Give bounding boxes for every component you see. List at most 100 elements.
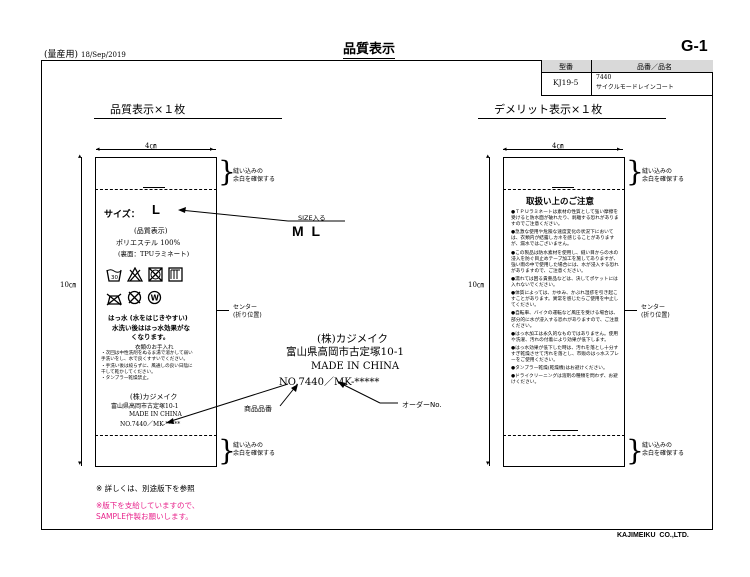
footer-company: KAJIMEIKU CO.,LTD. <box>617 532 689 539</box>
handling-list: ・次回は中性洗剤をぬるま湯で溶かして弱い 手洗いをし、水で良くすすいでください。… <box>101 351 216 382</box>
demerit-paragraph: ●ＴＰＵラミネートは素材の性質として強い摩擦を受けると防水面が破れたり、剥離する… <box>511 210 619 228</box>
no-bleach-icon <box>126 266 144 282</box>
sewing-margin-bottom-line <box>503 435 625 436</box>
right-center-note: センター(折り位置) <box>641 304 670 319</box>
line-dry-icon <box>168 267 183 282</box>
size-callout-label: SIZE入る <box>298 214 326 222</box>
arrow-down-icon: ▾ <box>78 459 82 467</box>
left-width-dim: 4㎝ <box>145 142 157 150</box>
footnote: ※ 詳しくは、別途版下を参照 <box>96 484 195 493</box>
svg-text:W: W <box>151 294 160 303</box>
arrow-left-icon: ◂ <box>503 145 507 153</box>
size-callout-value: M L <box>292 223 320 239</box>
water-note-1: はっ水 (水をはじきやすい) <box>108 314 188 322</box>
demerit-paragraph: ●タンブラー乾燥(乾燥機)はお避けください。 <box>511 366 608 372</box>
demerit-paragraph: ●この製品は防水素材を使用し、縫い目からの水の浸入を防ぐ目止めテープ加工を施して… <box>511 250 619 274</box>
right-center-line <box>625 310 637 311</box>
label-top-mark <box>143 187 165 188</box>
size-callout-arrow <box>178 207 345 222</box>
big-company: (株)カジメイク <box>317 333 388 345</box>
brace-bottom-left: } <box>218 434 236 467</box>
demerit-paragraph: ●急激な使用や危険な速度変化の状況下においては、衣類内が結露しカネを感じることが… <box>511 230 615 248</box>
document-frame <box>41 60 713 530</box>
arrow-right-icon: ▸ <box>617 145 621 153</box>
label-address: 富山県高岡市古定塚10-1 <box>111 403 179 410</box>
size-value: L <box>152 202 160 217</box>
demerit-paragraph: ●はっ水効果が低下した時は、汚れを落とし十分すすぎ乾燥させて汚れを落とし、市販の… <box>511 345 619 364</box>
arrow-left-icon: ◂ <box>96 145 100 153</box>
warning-line-2: SAMPLE作製お願いします。 <box>96 512 193 521</box>
brace-top-left: } <box>218 155 236 188</box>
sewing-margin-bottom-line <box>95 435 217 436</box>
page-code: G-1 <box>681 38 708 55</box>
arrow-up-icon: ▴ <box>486 152 490 160</box>
spec-col-model-header: 型番 <box>559 63 573 71</box>
sewing-margin-top-line <box>95 189 217 190</box>
svg-text:30: 30 <box>111 275 118 281</box>
handling-line: ・次回は中性洗剤をぬるま湯で溶かして弱い <box>101 351 193 356</box>
left-center-note: センター(折り位置) <box>233 304 262 319</box>
label-product-code: NO.7440／MK-***** <box>120 421 181 428</box>
brace-bottom-right: } <box>626 434 644 467</box>
right-heading-underline <box>478 118 666 119</box>
product-no-caption: 商品品番 <box>244 405 272 413</box>
spec-col-product-header: 品番／品名 <box>637 63 672 71</box>
page-title: 品質表示 <box>343 38 396 59</box>
demerit-paragraph: ●ドライクリーニングは溶剤の種類を問わず、お避けください。 <box>511 374 618 386</box>
right-heading: デメリット表示×１枚 <box>494 103 603 116</box>
left-height-dim: 10㎝ <box>60 280 76 290</box>
handling-line: ・手洗い後は絞らずに、風通しの良い日陰に <box>101 363 193 369</box>
spec-model: KJ19-5 <box>553 78 579 87</box>
label-top-mark <box>552 187 574 188</box>
right-top-note: 縫い込みの余白を確保する <box>642 168 685 183</box>
material: ポリエステル 100% <box>116 239 181 247</box>
demerit-paragraph: ●自転車、バイクの運転など風圧を受ける場合は、部分的に水が浸入する恐れがあります… <box>511 311 619 329</box>
left-center-line <box>217 310 229 311</box>
demerit-label <box>503 157 625 467</box>
handling-line: ・タンブラー乾燥禁止。 <box>101 376 152 382</box>
label-made-in: MADE IN CHINA <box>129 411 182 418</box>
spec-table: 型番 品番／品名 KJ19-5 7440 サイクルモードレインコート <box>541 60 713 96</box>
no-dryclean-icon <box>127 290 142 305</box>
left-heading: 品質表示×１枚 <box>110 103 186 116</box>
quality-title: (品質表示) <box>134 227 168 235</box>
demerit-title: 取扱い上のご注意 <box>526 197 595 207</box>
arrow-down-icon: ▾ <box>486 459 490 467</box>
demerit-paragraph: ●体質によっては、かゆみ、かぶれ湿疹を引き起こすことがあります。異常を感じたらご… <box>511 291 619 309</box>
demerit-paragraphs: ●ＴＰＵラミネートは素材の性質として強い摩擦を受けると防水面が破れたり、剥離する… <box>511 210 621 386</box>
label-bottom-mark <box>550 430 578 431</box>
big-address: 富山県高岡市古定塚10-1 <box>286 346 405 358</box>
handling-line: 手洗いをし、水で良くすすいでください。 <box>101 357 189 363</box>
brace-top-right: } <box>626 155 644 188</box>
production-note: (量産用)18/Sep/2019 <box>44 50 126 60</box>
size-label: サイズ： <box>104 210 140 220</box>
no-iron-icon <box>106 291 122 306</box>
quality-label <box>95 157 217 467</box>
right-width-line <box>503 149 623 150</box>
left-heading-underline <box>94 118 282 119</box>
wet-clean-icon: W <box>147 290 162 305</box>
spec-product-no: 7440 <box>596 74 612 81</box>
right-width-dim: 4㎝ <box>552 142 564 150</box>
wash-30-icon: 30 <box>106 267 122 282</box>
right-bottom-note: 縫い込みの余白を確保する <box>642 442 685 457</box>
callout-arrows <box>166 381 398 424</box>
right-height-dim: 10㎝ <box>468 280 484 290</box>
left-width-line <box>96 149 216 150</box>
left-top-note: 縫い込みの余白を確保する <box>233 168 276 183</box>
water-note-3: くなります。 <box>131 333 170 341</box>
water-note-2: 水洗い後ははっ水効果がな <box>112 324 190 332</box>
coating: (裏面：TPUラミネート) <box>118 250 190 258</box>
spec-product-name: サイクルモードレインコート <box>596 84 674 91</box>
handling-line: 干して乾かしてください。 <box>101 369 156 375</box>
arrow-up-icon: ▴ <box>78 152 82 160</box>
demerit-paragraph: ●濡れては困る貴重品などは、決してポケットには入れないでください。 <box>511 276 618 289</box>
warning-line-1: ※版下を支給していますので、 <box>96 501 200 510</box>
right-height-line <box>489 157 490 466</box>
handling-title: 衣類のお手入れ <box>135 345 174 351</box>
demerit-paragraph: ●はっ水加工は永久的なものではありません。使用や洗濯、汚れの付着により効果が低下… <box>511 331 619 343</box>
left-height-line <box>81 157 82 466</box>
left-bottom-note: 縫い込みの余白を確保する <box>233 442 276 457</box>
big-product-code: NO.7440／MK-***** <box>279 377 380 388</box>
arrow-right-icon: ▸ <box>210 145 214 153</box>
